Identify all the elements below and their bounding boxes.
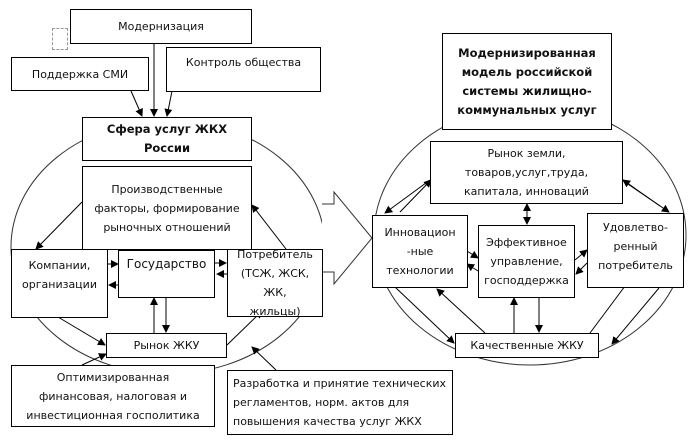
state-box: Государство bbox=[118, 250, 215, 298]
arrow-innovations-to-management bbox=[466, 250, 479, 259]
arrow-management-to-consumer bbox=[574, 249, 588, 261]
sphere-title-box: Сфера услуг ЖКХ России bbox=[82, 117, 252, 161]
arrow-quality-to-innovations bbox=[436, 288, 486, 334]
market-box: Рынок ЖКУ bbox=[106, 333, 227, 358]
arrow-policy-to-market bbox=[81, 353, 107, 366]
arrow-regulations-to-market bbox=[251, 346, 277, 371]
arrow-innovations-to-markets bbox=[384, 179, 431, 214]
public-control-box: Контроль общества bbox=[166, 47, 321, 92]
innovations-box: Инновацион -ные технологии bbox=[372, 215, 468, 288]
arrow-production-to-companies bbox=[35, 201, 83, 250]
arrow-consumer-to-production bbox=[251, 204, 287, 250]
arrow-consumer-to-management bbox=[575, 262, 588, 275]
regulations-box: Разработка и принятие технических реглам… bbox=[227, 370, 453, 435]
optimized-policy-box: Оптимизированная финансовая, налоговая и… bbox=[11, 365, 215, 427]
markets-box: Рынок земли, товаров,услуг,труда, капита… bbox=[430, 141, 623, 204]
production-factors-box: Производственные факторы, формирование р… bbox=[82, 166, 252, 250]
arrow-consumer-to-markets bbox=[622, 179, 661, 207]
arrow-consumer-to-quality bbox=[611, 287, 660, 345]
arrow-management-to-innovations bbox=[466, 263, 479, 272]
modernization-box: Модернизация bbox=[70, 9, 252, 44]
modernized-model-title-box: Модернизированная модель российской сист… bbox=[442, 33, 612, 130]
management-box: Эффективное управление, господдержка bbox=[478, 225, 575, 298]
quality-services-box: Качественные ЖКУ bbox=[455, 333, 599, 358]
consumer-box: Потребитель (ТСЖ, ЖСК, ЖК, жильцы) bbox=[227, 248, 323, 318]
satisfied-consumer-box: Удовлетво- ренный потребитель bbox=[587, 213, 684, 288]
placeholder-frame bbox=[52, 28, 68, 50]
arrow-media-to-sphere bbox=[130, 90, 143, 117]
companies-box: Компании, организации bbox=[11, 249, 108, 318]
arrow-innovations-to-quality bbox=[394, 286, 455, 344]
arrow-companies-to-market bbox=[57, 316, 106, 346]
arrow-control-to-sphere bbox=[164, 90, 173, 117]
media-support-box: Поддержка СМИ bbox=[11, 57, 149, 91]
arrow-markets-to-innovations bbox=[399, 179, 432, 213]
transition-block-arrow bbox=[322, 190, 373, 286]
